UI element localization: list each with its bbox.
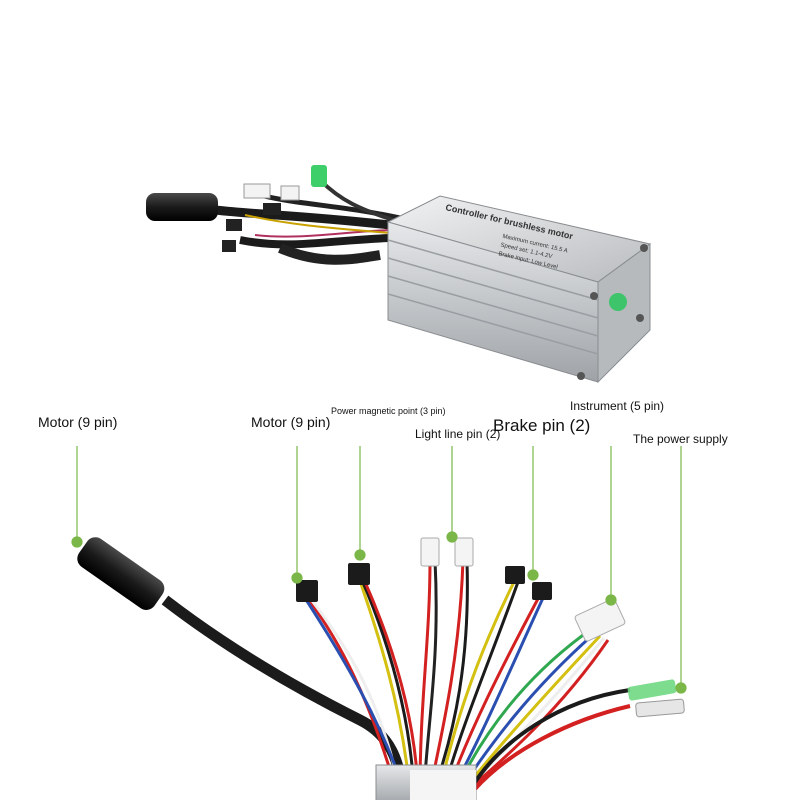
top-cables: [214, 178, 401, 265]
callout-dot-motor-left: [71, 536, 83, 548]
motor-cable: [161, 595, 410, 800]
power-magnetic-connector: [348, 563, 370, 585]
label-motor-right: Motor (9 pin): [251, 414, 331, 430]
controller-box-photo: Controller for brushless motor Maximum c…: [146, 165, 652, 384]
brake-connector-2: [532, 582, 552, 600]
callout-dot-brake: [527, 569, 539, 581]
callout-dot-instrument: [605, 594, 617, 606]
box-side-face: [597, 243, 651, 384]
box-fins: [387, 239, 599, 355]
connector-white-top2: [280, 185, 300, 201]
light-connector-2: [454, 537, 474, 567]
motor-plug-top: [146, 193, 218, 221]
label-brake: Brake pin (2): [493, 416, 591, 435]
screw-top-right: [640, 244, 648, 252]
label-motor-left: Motor (9 pin): [38, 414, 118, 430]
connector-green-top: [311, 165, 327, 187]
callout-dot-motor-right: [291, 572, 303, 584]
controller-box-label: [410, 770, 476, 800]
screw-bottom-right: [636, 314, 644, 322]
motor-hall-connector: [296, 580, 318, 602]
connector-black-top2: [226, 219, 242, 231]
brake-connector-1: [505, 566, 525, 584]
callout-dot-light: [446, 531, 458, 543]
callout-dot-power-magnetic: [354, 549, 366, 561]
callout-dot-power-supply: [675, 682, 687, 694]
label-light-line: Light line pin (2): [415, 427, 501, 441]
green-sticker: [609, 293, 627, 311]
instrument-connector: [574, 598, 626, 642]
label-power-magnetic: Power magnetic point (3 pin): [331, 406, 446, 416]
screw-bottom-front: [577, 372, 585, 380]
power-supply-terminal-1: [627, 679, 677, 701]
harness-photo: [77, 537, 685, 800]
light-connector-1: [420, 537, 440, 567]
label-power-supply: The power supply: [633, 432, 728, 446]
connector-black-top3: [222, 240, 236, 252]
label-instrument: Instrument (5 pin): [570, 399, 665, 413]
connector-black-top1: [263, 203, 281, 215]
wire-bundle: [301, 559, 631, 792]
connector-white-top1: [243, 183, 271, 199]
callout-lines: [71, 446, 687, 694]
motor-plug-bottom: [77, 537, 165, 610]
power-supply-terminal-2: [635, 698, 685, 718]
screw-mid-front: [590, 292, 598, 300]
